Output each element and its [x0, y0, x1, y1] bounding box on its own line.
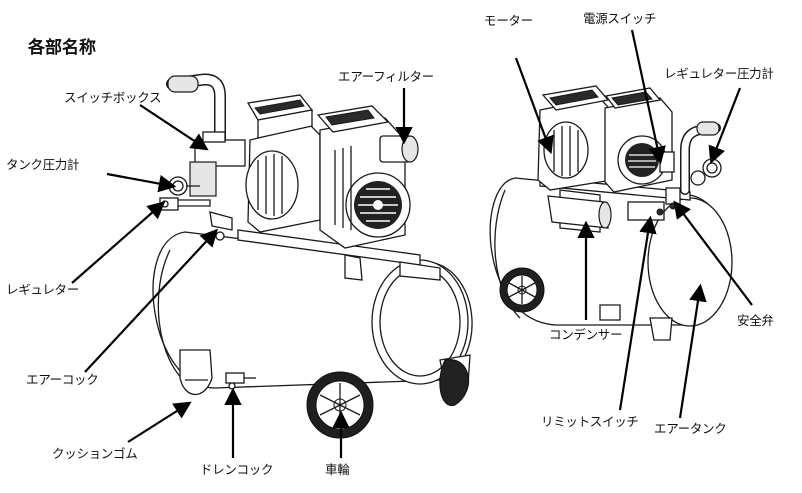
label-regulator: レギュレター	[6, 282, 79, 297]
right-wheel	[499, 267, 545, 313]
right-compressor	[489, 85, 733, 341]
arrow-regulator-gauge	[708, 87, 742, 165]
label-regulator-gauge: レギュレター圧力計	[664, 66, 774, 81]
label-motor: モーター	[484, 13, 533, 28]
page-title: 各部名称	[28, 38, 96, 58]
left-air-filter	[379, 135, 419, 163]
label-switch-box: スイッチボックス	[64, 90, 162, 105]
arrow-tank-gauge	[106, 172, 177, 193]
label-cushion-rubber: クッションゴム	[52, 446, 138, 461]
label-limit-switch: リミットスイッチ	[541, 414, 639, 429]
arrow-switch-box	[139, 104, 209, 151]
label-air-tank: エアータンク	[654, 421, 727, 436]
arrow-motor	[514, 57, 554, 155]
left-handle	[166, 73, 226, 146]
arrow-regulator	[71, 201, 166, 284]
right-motor-unit	[537, 85, 613, 191]
left-rear-wheel	[439, 359, 470, 406]
label-safety-valve: 安全弁	[737, 313, 774, 328]
right-fan-unit	[604, 87, 673, 193]
left-fan-unit	[316, 105, 411, 249]
left-switch-box	[189, 131, 246, 197]
label-condenser: コンデンサー	[549, 327, 623, 342]
right-handle	[680, 121, 721, 195]
right-condenser	[547, 195, 612, 229]
right-power-switch	[659, 151, 675, 173]
left-compressor	[152, 73, 473, 439]
label-tank-gauge: タンク圧力計	[6, 157, 80, 172]
label-air-cock: エアーコック	[26, 372, 99, 387]
label-drain-cock: ドレンコック	[200, 462, 274, 477]
callout-arrows	[71, 29, 753, 458]
right-limit-switch	[627, 201, 665, 221]
arrow-power-switch	[630, 29, 666, 165]
left-cushion-rubber	[179, 349, 213, 395]
right-regulator-gauge	[690, 158, 722, 186]
arrow-cushion-rubber	[127, 401, 192, 443]
left-air-cock	[209, 211, 233, 241]
left-motor-unit	[245, 94, 321, 233]
label-power-switch: 電源スイッチ	[583, 11, 657, 26]
arrow-air-tank	[678, 283, 707, 419]
arrow-air-cock	[84, 228, 218, 373]
left-regulator	[159, 197, 179, 211]
arrow-safety-valve	[673, 200, 753, 306]
label-wheel: 車輪	[325, 462, 350, 477]
label-air-filter: エアーフィルター	[338, 69, 434, 84]
arrow-limit-switch	[618, 215, 657, 411]
